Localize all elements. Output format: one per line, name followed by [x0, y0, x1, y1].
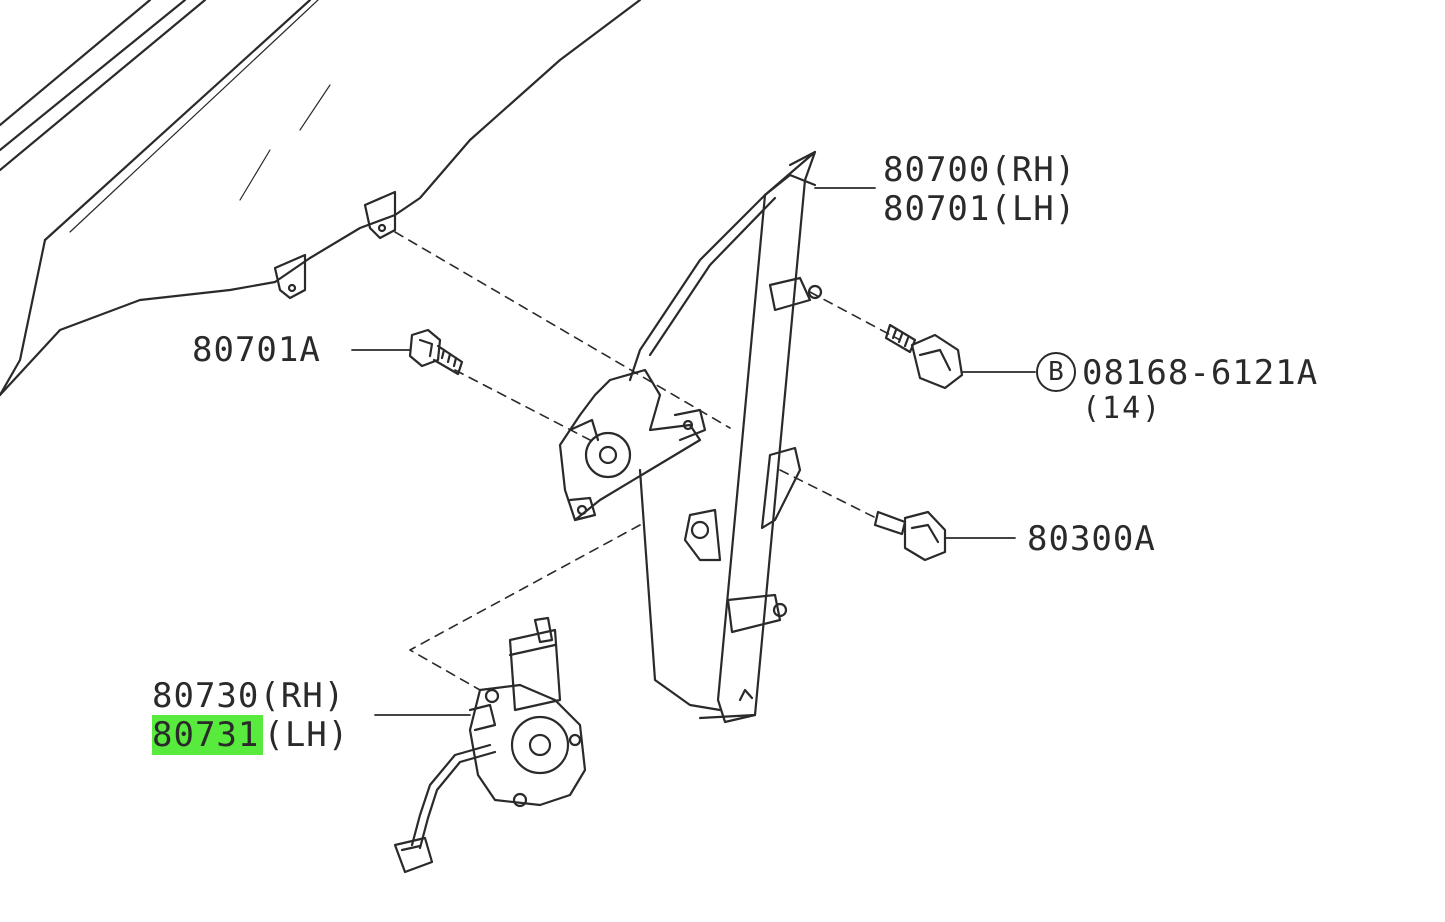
regulator-carrier-bracket — [558, 368, 707, 522]
label-motor-rh: 80730(RH) — [152, 676, 346, 716]
nut-80300a — [873, 510, 947, 562]
window-motor — [393, 616, 587, 874]
glass-mounting-tab-right — [363, 190, 397, 240]
label-regulator-rh: 80700(RH) — [883, 150, 1077, 190]
label-motor-lh: 80731(LH) — [152, 715, 350, 755]
label-bolt-08168-6121a: 08168-6121A — [1082, 353, 1319, 393]
bolt-80701a — [408, 328, 464, 376]
label-leader-lines — [351, 187, 1036, 716]
dashed-leader-lines — [394, 231, 901, 691]
label-nut-80300a: 80300A — [1027, 519, 1156, 559]
regulator-rail — [628, 150, 823, 724]
highlighted-part-number: 80731 — [152, 715, 264, 755]
glass-mounting-tab-left — [273, 253, 307, 300]
label-motor-lh-side: (LH) — [263, 715, 350, 755]
bolt-b-marker: B — [1036, 352, 1076, 392]
label-bolt-80701a: 80701A — [192, 330, 321, 370]
label-regulator-lh: 80701(LH) — [883, 189, 1077, 229]
door-glass — [0, 0, 642, 397]
label-bolt-quantity: (14) — [1082, 391, 1163, 426]
bolt-08168-6121a — [884, 323, 964, 390]
